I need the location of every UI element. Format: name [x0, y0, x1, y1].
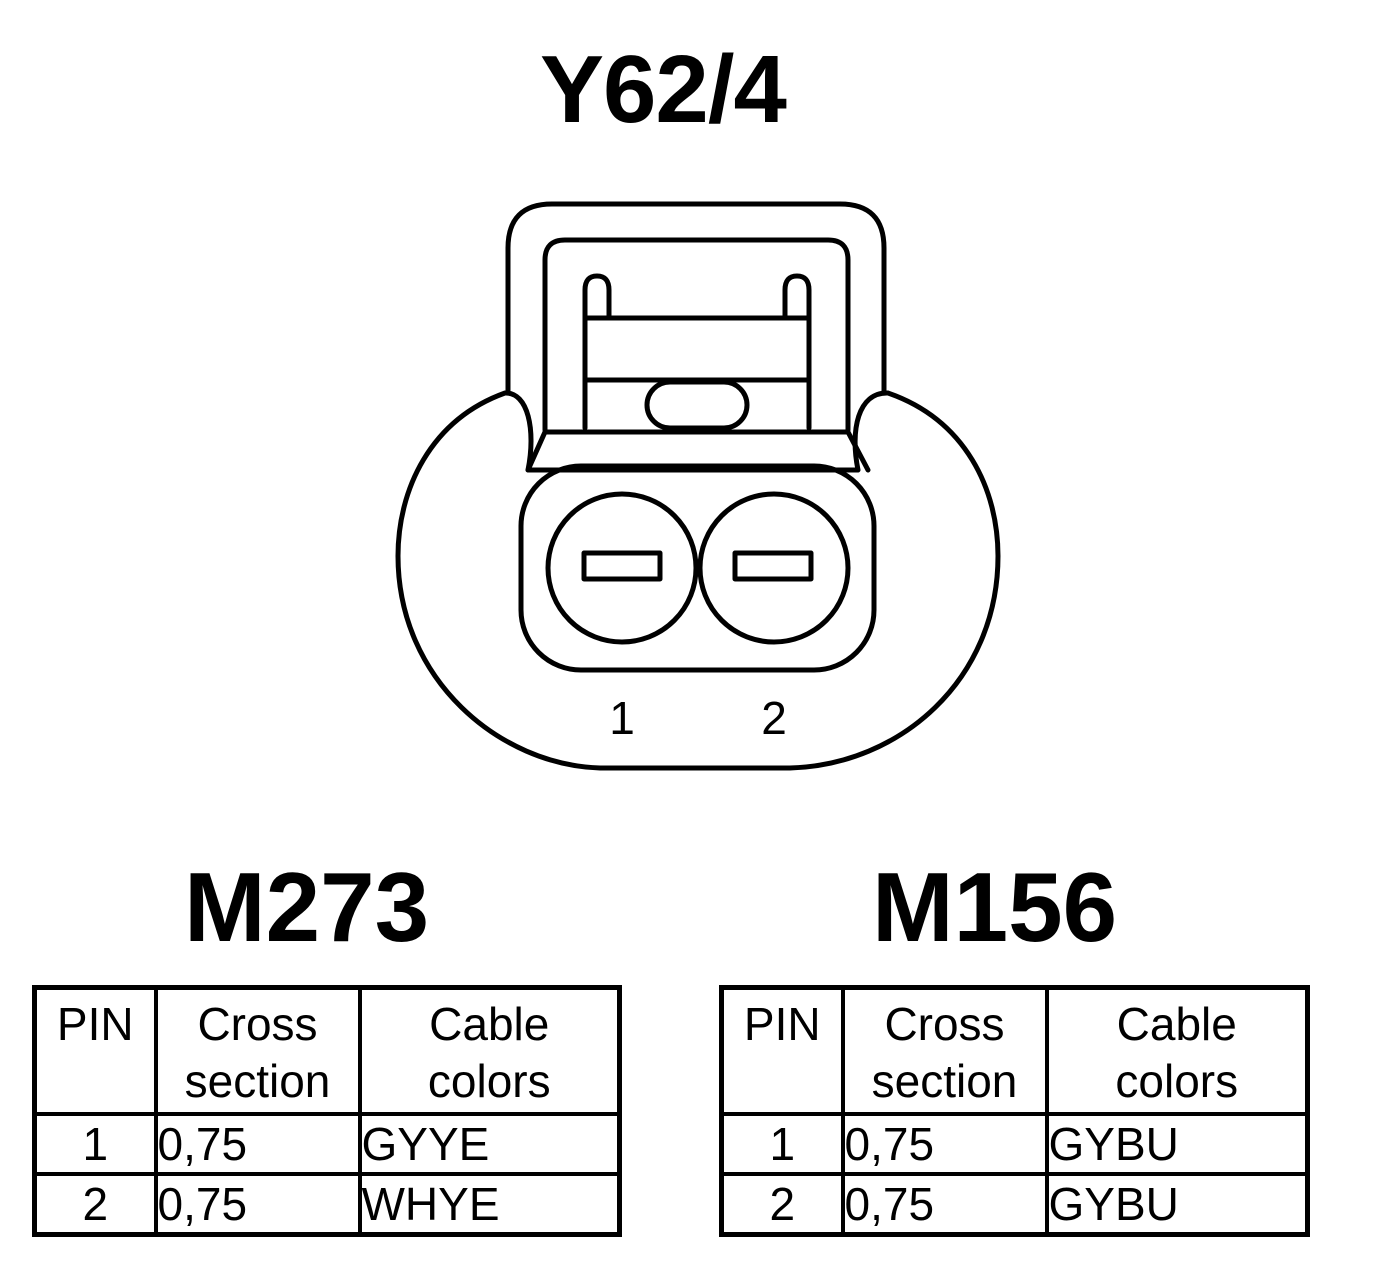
cable-color-cell: GYYE	[357, 1111, 622, 1176]
table-row: 2 0,75 GYBU	[719, 1171, 1310, 1236]
pin-cell: 1	[32, 1111, 158, 1176]
cross-section-cell: 0,75	[153, 1111, 362, 1176]
cross-section-cell: 0,75	[840, 1111, 1049, 1176]
pin-2-contact	[732, 550, 814, 582]
latch-arm-right	[782, 273, 812, 431]
connector-diagram: 1 2	[395, 201, 1001, 771]
pin-label-2: 2	[761, 692, 787, 744]
pin-1-contact	[581, 550, 663, 582]
engine-m273-title: M273	[184, 852, 430, 962]
pin-header: PIN	[719, 985, 845, 1116]
engine-m156-title: M156	[872, 852, 1118, 962]
connector-face-shelf	[525, 429, 871, 473]
table-row: 2 0,75 WHYE	[32, 1171, 622, 1236]
cross-section-cell: 0,75	[840, 1171, 1049, 1236]
connector-title: Y62/4	[540, 36, 787, 143]
cross-section-cell: 0,75	[153, 1171, 362, 1236]
table-row: 1 0,75 GYBU	[719, 1111, 1310, 1176]
cable-color-cell: WHYE	[357, 1171, 622, 1236]
pin-1-socket	[545, 491, 699, 645]
table-row: 1 0,75 GYYE	[32, 1111, 622, 1176]
cable-color-cell: GYBU	[1044, 1111, 1310, 1176]
latch-button	[644, 379, 750, 431]
pin-cell: 2	[32, 1171, 158, 1236]
locking-tab-inner	[542, 237, 851, 433]
cable-color-cell: GYBU	[1044, 1171, 1310, 1236]
pin-cell: 2	[719, 1171, 845, 1236]
pin-header: PIN	[32, 985, 158, 1116]
pin-cavity	[518, 463, 877, 673]
pin-label-1: 1	[609, 692, 635, 744]
connector-housing-outline	[395, 390, 1001, 771]
latch-arm-left	[582, 273, 612, 431]
locking-tab-outer	[505, 201, 887, 396]
pin-cell: 1	[719, 1111, 845, 1176]
pin-2-socket	[697, 491, 851, 645]
